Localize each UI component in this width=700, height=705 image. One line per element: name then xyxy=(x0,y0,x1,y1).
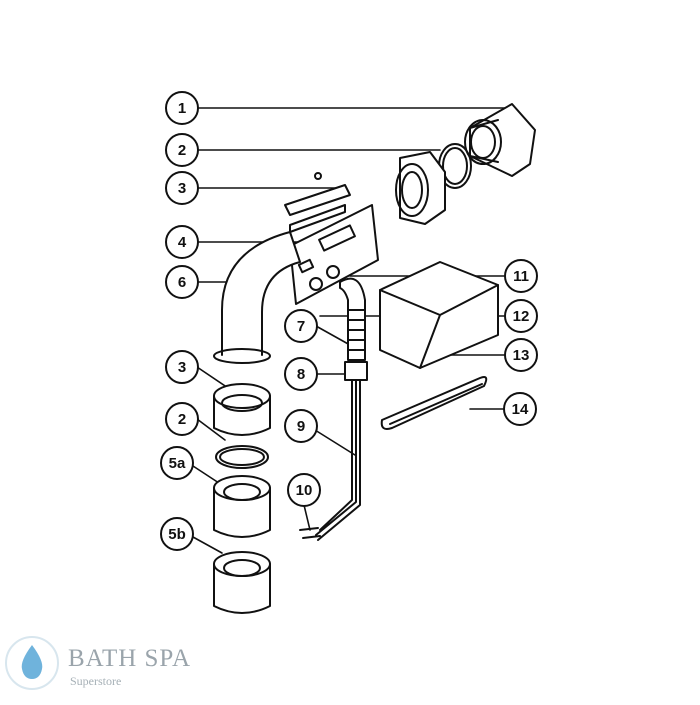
fitting-5b xyxy=(213,551,271,614)
sensor-hose xyxy=(315,277,368,541)
callout-14: 14 xyxy=(503,392,537,426)
callout-label: 14 xyxy=(512,401,529,418)
callout-label: 4 xyxy=(178,234,187,251)
callout-label: 5a xyxy=(169,455,186,472)
callout-2-bottom: 2 xyxy=(165,402,199,436)
callout-label: 2 xyxy=(178,142,186,159)
callout-label: 1 xyxy=(178,100,186,117)
callout-5b: 5b xyxy=(160,517,194,551)
callout-6: 6 xyxy=(165,265,199,299)
o-ring-bottom xyxy=(215,445,269,469)
union-nut-bottom xyxy=(213,383,271,436)
callout-3-top: 3 xyxy=(165,171,199,205)
callout-label: 9 xyxy=(297,418,305,435)
callout-11: 11 xyxy=(504,259,538,293)
callout-9: 9 xyxy=(284,409,318,443)
callout-label: 6 xyxy=(178,274,186,291)
callout-2-top: 2 xyxy=(165,133,199,167)
mounting-clip-top xyxy=(284,172,351,233)
callouts: 1 2 3 4 6 7 8 3 2 5a 9 10 5b 11 12 13 14 xyxy=(160,91,538,551)
heater-box xyxy=(379,261,499,369)
water-drop-icon xyxy=(5,636,59,690)
union-nut-top xyxy=(395,151,446,225)
callout-label: 3 xyxy=(178,359,186,376)
brand-tagline: Superstore xyxy=(70,674,122,688)
callout-5a: 5a xyxy=(160,446,194,480)
callout-label: 12 xyxy=(513,308,530,325)
callout-12: 12 xyxy=(504,299,538,333)
callout-label: 8 xyxy=(297,366,305,383)
callout-label: 7 xyxy=(297,318,305,335)
elbow-pipe xyxy=(213,231,301,364)
heating-element xyxy=(380,376,488,430)
union-tail-part xyxy=(464,103,536,177)
callout-label: 5b xyxy=(168,526,186,543)
callout-4: 4 xyxy=(165,225,199,259)
callout-7: 7 xyxy=(284,309,318,343)
probe-tips xyxy=(299,527,321,539)
callout-10: 10 xyxy=(287,473,321,507)
callout-3-bottom: 3 xyxy=(165,350,199,384)
callout-label: 13 xyxy=(513,347,530,364)
brand-name: BATH SPA xyxy=(68,645,192,672)
callout-13: 13 xyxy=(504,338,538,372)
fitting-5a xyxy=(213,475,271,538)
callout-1: 1 xyxy=(165,91,199,125)
callout-label: 3 xyxy=(178,180,186,197)
callout-label: 10 xyxy=(296,482,313,499)
mounting-plate xyxy=(289,204,379,305)
callout-label: 2 xyxy=(178,411,186,428)
callout-8: 8 xyxy=(284,357,318,391)
callout-label: 11 xyxy=(513,268,529,285)
